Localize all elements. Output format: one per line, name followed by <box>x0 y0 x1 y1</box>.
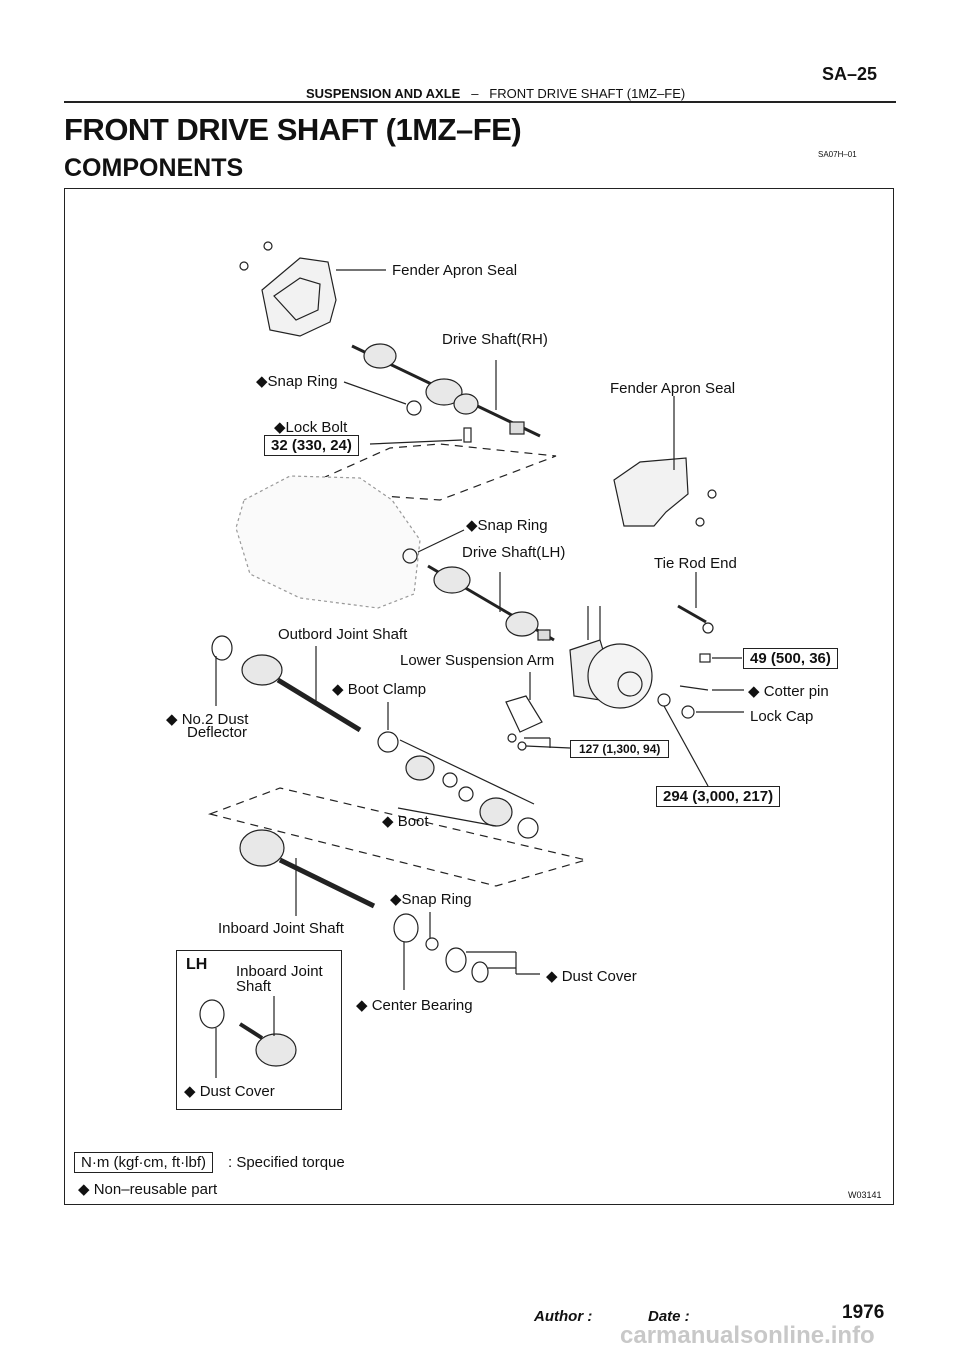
watermark: carmanualsonline.info <box>620 1322 875 1349</box>
page-code: SA–25 <box>822 64 878 84</box>
inboard-joint-shaft-part <box>239 829 376 909</box>
tie-rod-end-part <box>677 604 707 624</box>
label-drive-shaft-lh: Drive Shaft(LH) <box>462 544 566 561</box>
header-separator: – <box>471 86 479 101</box>
footer-author: Author : <box>534 1308 593 1325</box>
label-lh-inboard-line2: Shaft <box>236 978 272 995</box>
header-rule <box>64 101 896 103</box>
torque-tie-rod-nut: 49 (500, 36) <box>743 648 838 669</box>
lh-inboard-joint-part <box>238 1022 297 1067</box>
label-snap-ring-2: ◆Snap Ring <box>466 517 548 534</box>
doc-code: SA07H–01 <box>818 150 857 159</box>
figure-code: W03141 <box>848 1190 882 1200</box>
page-title: FRONT DRIVE SHAFT (1MZ–FE) <box>64 112 522 147</box>
snap-ring-part <box>425 937 439 951</box>
steering-knuckle-part <box>569 606 653 709</box>
label-no2-dust-deflector-line1: ◆ No.2 Dust <box>166 711 249 728</box>
label-boot-clamp: ◆ Boot Clamp <box>332 681 427 698</box>
label-lock-bolt: ◆Lock Bolt <box>274 419 348 436</box>
label-lock-cap: Lock Cap <box>750 708 814 725</box>
drive-shaft-lh-part <box>427 564 555 642</box>
hub-nut-part <box>657 693 671 707</box>
fender-apron-seal-lh-part <box>613 457 689 527</box>
snap-ring-part <box>402 548 418 564</box>
footer-page-number: 1976 <box>842 1302 885 1323</box>
legend-nonreusable: ◆ Non–reusable part <box>78 1181 218 1198</box>
torque-hub-nut: 294 (3,000, 217) <box>656 786 781 807</box>
lh-inset-frame <box>176 950 342 1110</box>
bolt-part <box>239 261 249 271</box>
legend-torque-unit-box: N·m (kgf·cm, ft·lbf) <box>74 1152 213 1173</box>
label-cotter-pin: ◆ Cotter pin <box>748 683 829 700</box>
lh-dust-cover-part <box>199 999 225 1029</box>
lh-inset-title: LH <box>186 956 208 973</box>
label-fender-apron-seal-lh: Fender Apron Seal <box>610 380 736 397</box>
outboard-joint-shaft-part <box>241 654 362 733</box>
label-fender-apron-seal-rh: Fender Apron Seal <box>392 262 518 279</box>
drive-shaft-rh-part <box>351 343 541 438</box>
section-subtitle: COMPONENTS <box>64 154 244 182</box>
label-dust-cover-1: ◆ Dust Cover <box>546 968 637 985</box>
label-outboard-joint-shaft: Outbord Joint Shaft <box>278 626 408 643</box>
boot-part <box>405 755 435 781</box>
header-subsection: FRONT DRIVE SHAFT (1MZ–FE) <box>489 86 686 101</box>
label-lower-suspension-arm: Lower Suspension Arm <box>400 652 555 669</box>
torque-lower-arm: 127 (1,300, 94) <box>570 740 670 758</box>
label-snap-ring-3: ◆Snap Ring <box>390 891 472 908</box>
bolt-part <box>263 241 273 251</box>
diagram-frame <box>64 188 894 1205</box>
label-snap-ring-1: ◆Snap Ring <box>256 373 338 390</box>
lock-bolt-part <box>463 427 472 443</box>
center-bearing-part <box>393 913 419 943</box>
lock-cap-part <box>681 705 695 719</box>
running-header: SUSPENSION AND AXLE – FRONT DRIVE SHAFT … <box>306 86 685 101</box>
label-tie-rod-end: Tie Rod End <box>654 555 737 572</box>
transaxle-outline <box>235 475 421 609</box>
lower-arm-bracket-part <box>505 695 543 733</box>
label-dust-cover-2: ◆ Dust Cover <box>184 1083 275 1100</box>
label-drive-shaft-rh: Drive Shaft(RH) <box>442 331 548 348</box>
label-inboard-joint-shaft: Inboard Joint Shaft <box>218 920 344 937</box>
label-center-bearing: ◆ Center Bearing <box>356 997 473 1014</box>
label-no2-dust-deflector-line2: Deflector <box>187 724 248 741</box>
label-lh-inboard-line1: Inboard Joint <box>236 963 323 980</box>
label-boot: ◆ Boot <box>382 813 429 830</box>
dust-cover-part <box>445 947 467 973</box>
header-section: SUSPENSION AND AXLE <box>306 86 461 101</box>
torque-lock-bolt: 32 (330, 24) <box>264 435 359 456</box>
dust-deflector-part <box>211 635 233 661</box>
fender-apron-seal-rh-part <box>261 257 337 337</box>
nut-part <box>699 653 711 663</box>
legend-torque-text: : Specified torque <box>228 1154 345 1171</box>
boot-clamp-part <box>377 731 399 753</box>
dashed-group-outline <box>295 443 557 501</box>
snap-ring-part <box>406 400 422 416</box>
footer-date: Date : <box>648 1308 690 1325</box>
